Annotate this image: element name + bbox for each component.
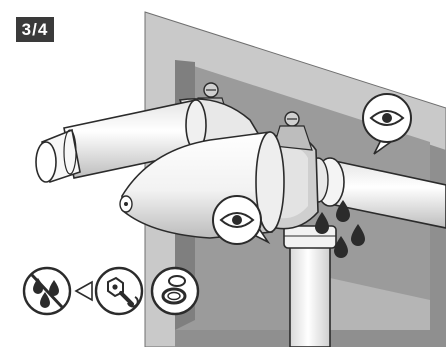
arrow-icon <box>76 282 92 300</box>
step-indicator: 3/4 <box>16 17 54 42</box>
vertical-pipe <box>284 226 336 347</box>
no-water-drops-icon <box>24 268 70 314</box>
seal-ring-icon <box>152 268 198 314</box>
nut-and-wrench-icon <box>96 268 142 314</box>
